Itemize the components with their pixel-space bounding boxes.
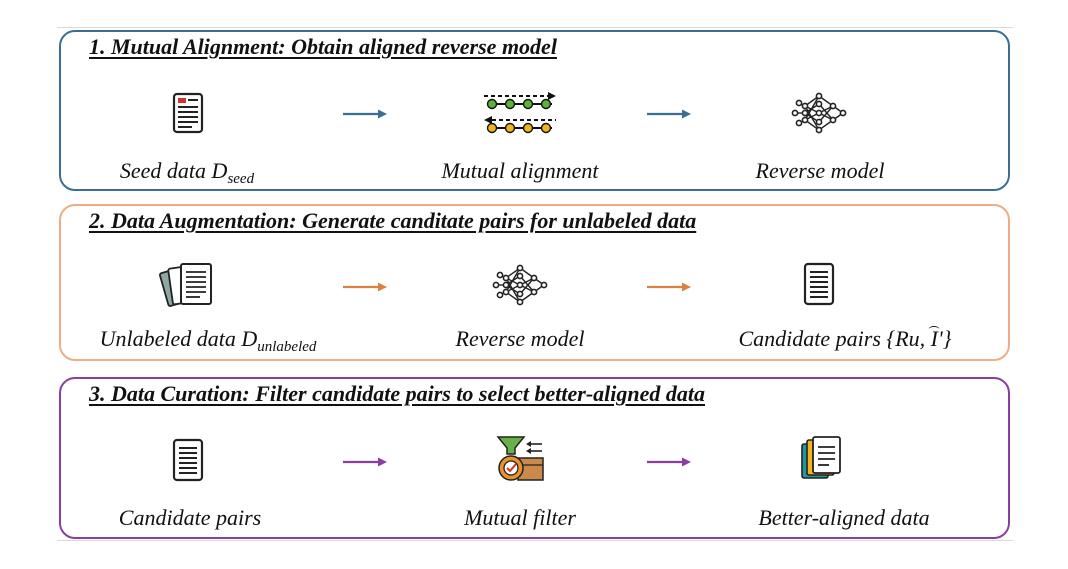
stage-3-title: 3. Data Curation: Filter candidate pairs… [89, 381, 705, 406]
stage-2-panel: 2. Data Augmentation: Generate canditate… [59, 204, 1010, 361]
bidirectional-dots-icon [484, 92, 556, 134]
step-label-better-aligned-data: Better-aligned data [758, 505, 930, 530]
bottom-rule [57, 540, 1013, 541]
step-label-seed-data: Seed data Dseed [119, 158, 255, 187]
document-icon [172, 438, 204, 482]
colored-documents-icon [801, 436, 841, 479]
document-icon [172, 92, 204, 134]
flow-arrow [343, 109, 387, 119]
document-icon [803, 262, 835, 306]
stage-1-title: 1. Mutual Alignment: Obtain aligned reve… [89, 34, 557, 59]
step-label-mutual-alignment: Mutual alignment [441, 158, 599, 183]
neural-network-icon [791, 92, 847, 134]
step-label-reverse-model: Reverse model [755, 158, 885, 183]
stage-1-panel: 1. Mutual Alignment: Obtain aligned reve… [59, 30, 1010, 191]
step-label-candidate-pairs: Candidate pairs [118, 505, 262, 530]
funnel-filter-icon [496, 436, 544, 481]
flow-arrow [343, 457, 387, 467]
flow-arrow [343, 282, 387, 292]
step-label-unlabeled-data: Unlabeled data Dunlabeled [99, 326, 317, 355]
flow-arrow [647, 109, 691, 119]
stage-3-panel: 3. Data Curation: Filter candidate pairs… [59, 377, 1010, 539]
step-label-reverse-model: Reverse model [455, 326, 585, 351]
stacked-documents-icon [159, 263, 212, 307]
neural-network-icon [492, 264, 548, 306]
flow-arrow [647, 457, 691, 467]
step-label-mutual-filter: Mutual filter [464, 505, 576, 530]
stage-2-title: 2. Data Augmentation: Generate canditate… [89, 208, 697, 233]
step-label-candidate-pairs: Candidate pairs {Ru, I'} [738, 326, 952, 351]
flow-arrow [647, 282, 691, 292]
top-rule [57, 27, 1013, 28]
